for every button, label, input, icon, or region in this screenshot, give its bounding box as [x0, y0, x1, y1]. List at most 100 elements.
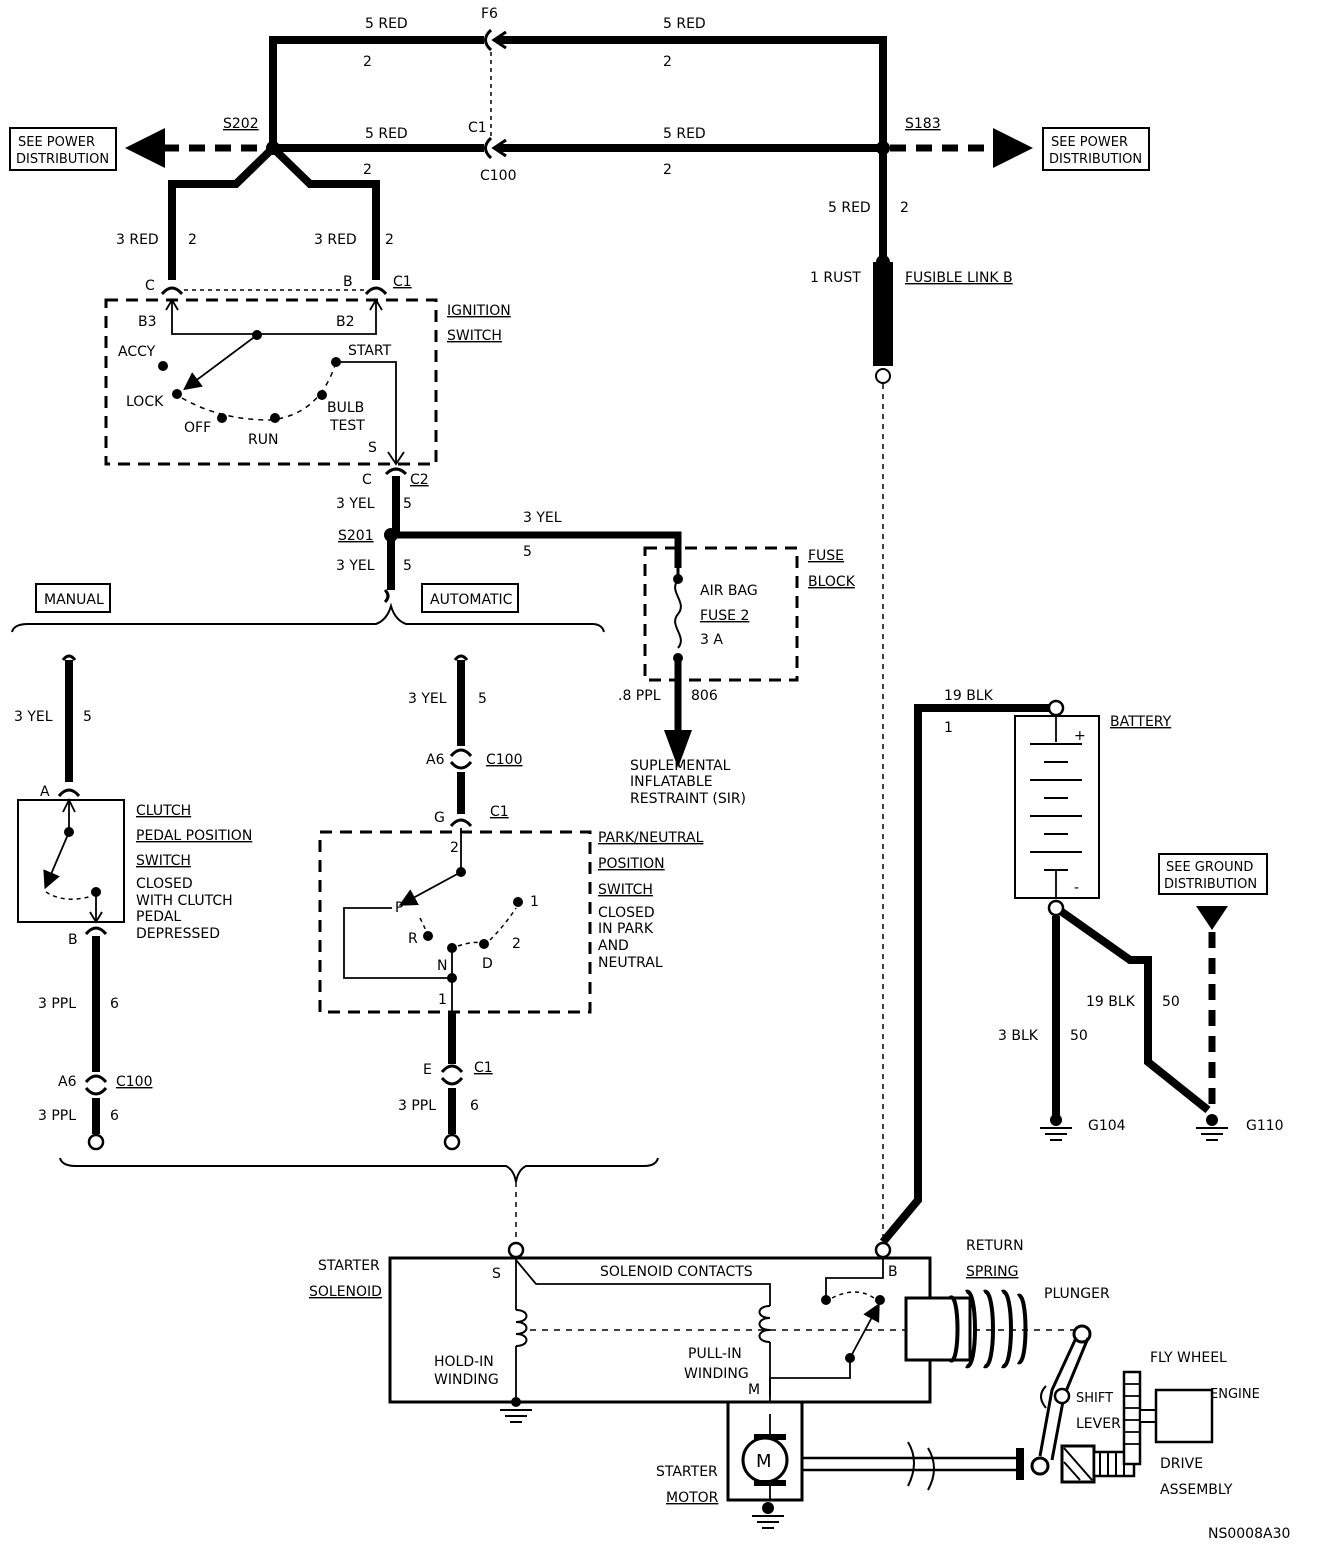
svg-text:DISTRIBUTION: DISTRIBUTION	[16, 152, 109, 167]
svg-text:SPRING: SPRING	[966, 1264, 1019, 1280]
svg-text:SWITCH: SWITCH	[136, 853, 191, 869]
wire-label: 2	[363, 54, 372, 70]
battery: 19 BLK 1 BATTERY + - SEE GROUND DISTRIBU…	[879, 688, 1284, 1245]
svg-text:5: 5	[403, 496, 412, 512]
svg-text:B: B	[343, 274, 353, 290]
svg-text:RETURN: RETURN	[966, 1238, 1024, 1254]
svg-text:C1: C1	[474, 1060, 493, 1076]
wire-label: C1	[468, 120, 487, 136]
svg-text:S: S	[492, 1266, 501, 1282]
svg-text:PEDAL: PEDAL	[136, 909, 181, 925]
svg-text:OFF: OFF	[184, 420, 211, 436]
svg-text:ASSEMBLY: ASSEMBLY	[1160, 1482, 1233, 1498]
starter-motor: M STARTER MOTOR	[656, 1400, 804, 1529]
svg-text:B: B	[888, 1264, 898, 1280]
svg-text:SOLENOID CONTACTS: SOLENOID CONTACTS	[600, 1264, 753, 1280]
power-distribution-right: SEE POWER DISTRIBUTION	[1042, 127, 1150, 171]
svg-text:C1: C1	[490, 804, 509, 820]
svg-text:SEE GROUND: SEE GROUND	[1166, 860, 1253, 875]
svg-text:3 YEL: 3 YEL	[408, 691, 447, 707]
svg-text:PLUNGER: PLUNGER	[1044, 1286, 1110, 1302]
svg-text:C2: C2	[410, 472, 429, 488]
svg-text:SOLENOID: SOLENOID	[309, 1284, 382, 1300]
svg-text:ENGINE: ENGINE	[1210, 1387, 1260, 1402]
svg-text:HOLD-IN: HOLD-IN	[434, 1354, 494, 1370]
svg-text:IN PARK: IN PARK	[598, 921, 654, 937]
svg-text:50: 50	[1162, 994, 1180, 1010]
transmission-brace: MANUAL AUTOMATIC	[11, 583, 605, 633]
svg-text:POSITION: POSITION	[598, 856, 665, 872]
svg-text:S201: S201	[338, 528, 374, 544]
svg-text:1: 1	[530, 894, 539, 910]
svg-text:6: 6	[110, 996, 119, 1012]
wire-label: 5 RED	[663, 126, 706, 142]
svg-text:FUSE: FUSE	[808, 548, 844, 564]
svg-text:5 RED: 5 RED	[828, 200, 871, 216]
svg-text:STARTER: STARTER	[656, 1464, 718, 1480]
svg-text:3 BLK: 3 BLK	[998, 1028, 1039, 1044]
wire-label: C100	[480, 168, 517, 184]
svg-text:C1: C1	[393, 274, 412, 290]
svg-text:SEE POWER: SEE POWER	[18, 135, 95, 150]
svg-text:A: A	[40, 784, 50, 800]
svg-text:5: 5	[403, 558, 412, 574]
svg-text:G: G	[434, 810, 445, 826]
svg-text:.8 PPL: .8 PPL	[618, 688, 661, 704]
wire-label: F6	[481, 6, 498, 22]
svg-text:2: 2	[900, 200, 909, 216]
svg-text:5: 5	[83, 709, 92, 725]
svg-text:CLUTCH: CLUTCH	[136, 803, 191, 819]
fuse-block: FUSE BLOCK AIR BAG FUSE 2 3 A .8 PPL 806…	[618, 546, 856, 807]
svg-text:G110: G110	[1246, 1118, 1284, 1134]
bottom-brace	[59, 1157, 659, 1242]
svg-text:FUSE 2: FUSE 2	[700, 608, 749, 624]
svg-text:M: M	[748, 1382, 760, 1398]
manual-tag: MANUAL	[44, 592, 104, 608]
svg-text:3 YEL: 3 YEL	[523, 510, 562, 526]
svg-text:3 RED: 3 RED	[116, 232, 159, 248]
svg-text:DRIVE: DRIVE	[1160, 1456, 1203, 1472]
splice-label: S183	[905, 116, 941, 132]
svg-text:50: 50	[1070, 1028, 1088, 1044]
plunger-assembly: RETURN SPRING PLUNGER FLY WHEEL ENGINE S…	[800, 1238, 1260, 1498]
svg-text:SEE POWER: SEE POWER	[1051, 135, 1128, 150]
svg-text:ACCY: ACCY	[118, 344, 156, 360]
wire-label: 2	[663, 162, 672, 178]
svg-text:B: B	[68, 932, 78, 948]
svg-text:FUSIBLE LINK B: FUSIBLE LINK B	[905, 270, 1013, 286]
wire-label: 2	[363, 162, 372, 178]
diagram-code: NS0008A30	[1208, 1526, 1290, 1542]
svg-text:B3: B3	[138, 314, 157, 330]
top-bus	[125, 28, 1033, 168]
svg-text:BULB: BULB	[327, 400, 364, 416]
svg-text:C100: C100	[486, 752, 523, 768]
svg-text:PULL-IN: PULL-IN	[688, 1346, 742, 1362]
svg-text:-: -	[1074, 880, 1079, 896]
svg-text:STARTER: STARTER	[318, 1258, 380, 1274]
svg-text:3 YEL: 3 YEL	[14, 709, 53, 725]
svg-text:B2: B2	[336, 314, 355, 330]
svg-text:C100: C100	[116, 1074, 153, 1090]
svg-text:6: 6	[110, 1108, 119, 1124]
svg-text:SUPLEMENTAL: SUPLEMENTAL	[630, 758, 731, 774]
svg-text:3 PPL: 3 PPL	[398, 1098, 436, 1114]
svg-text:RUN: RUN	[248, 432, 278, 448]
svg-text:6: 6	[470, 1098, 479, 1114]
svg-text:2: 2	[512, 936, 521, 952]
clutch-pedal-position-switch: 3 YEL 5 A CLUTCH PEDAL POSITION SWITCH C…	[14, 654, 252, 1151]
svg-text:DISTRIBUTION: DISTRIBUTION	[1164, 877, 1257, 892]
svg-text:INFLATABLE: INFLATABLE	[630, 774, 713, 790]
wire-label: 5 RED	[365, 126, 408, 142]
svg-text:N: N	[437, 958, 447, 974]
svg-text:BATTERY: BATTERY	[1110, 714, 1172, 730]
svg-text:SHIFT: SHIFT	[1076, 1391, 1113, 1406]
svg-text:DISTRIBUTION: DISTRIBUTION	[1049, 152, 1142, 167]
svg-text:CLOSED: CLOSED	[136, 876, 193, 892]
splice-label: S202	[223, 116, 259, 132]
svg-text:TEST: TEST	[329, 418, 365, 434]
svg-text:1: 1	[944, 720, 953, 736]
svg-text:AIR BAG: AIR BAG	[700, 583, 758, 599]
svg-text:PEDAL POSITION: PEDAL POSITION	[136, 828, 252, 844]
svg-text:A6: A6	[58, 1074, 77, 1090]
svg-text:CLOSED: CLOSED	[598, 905, 655, 921]
